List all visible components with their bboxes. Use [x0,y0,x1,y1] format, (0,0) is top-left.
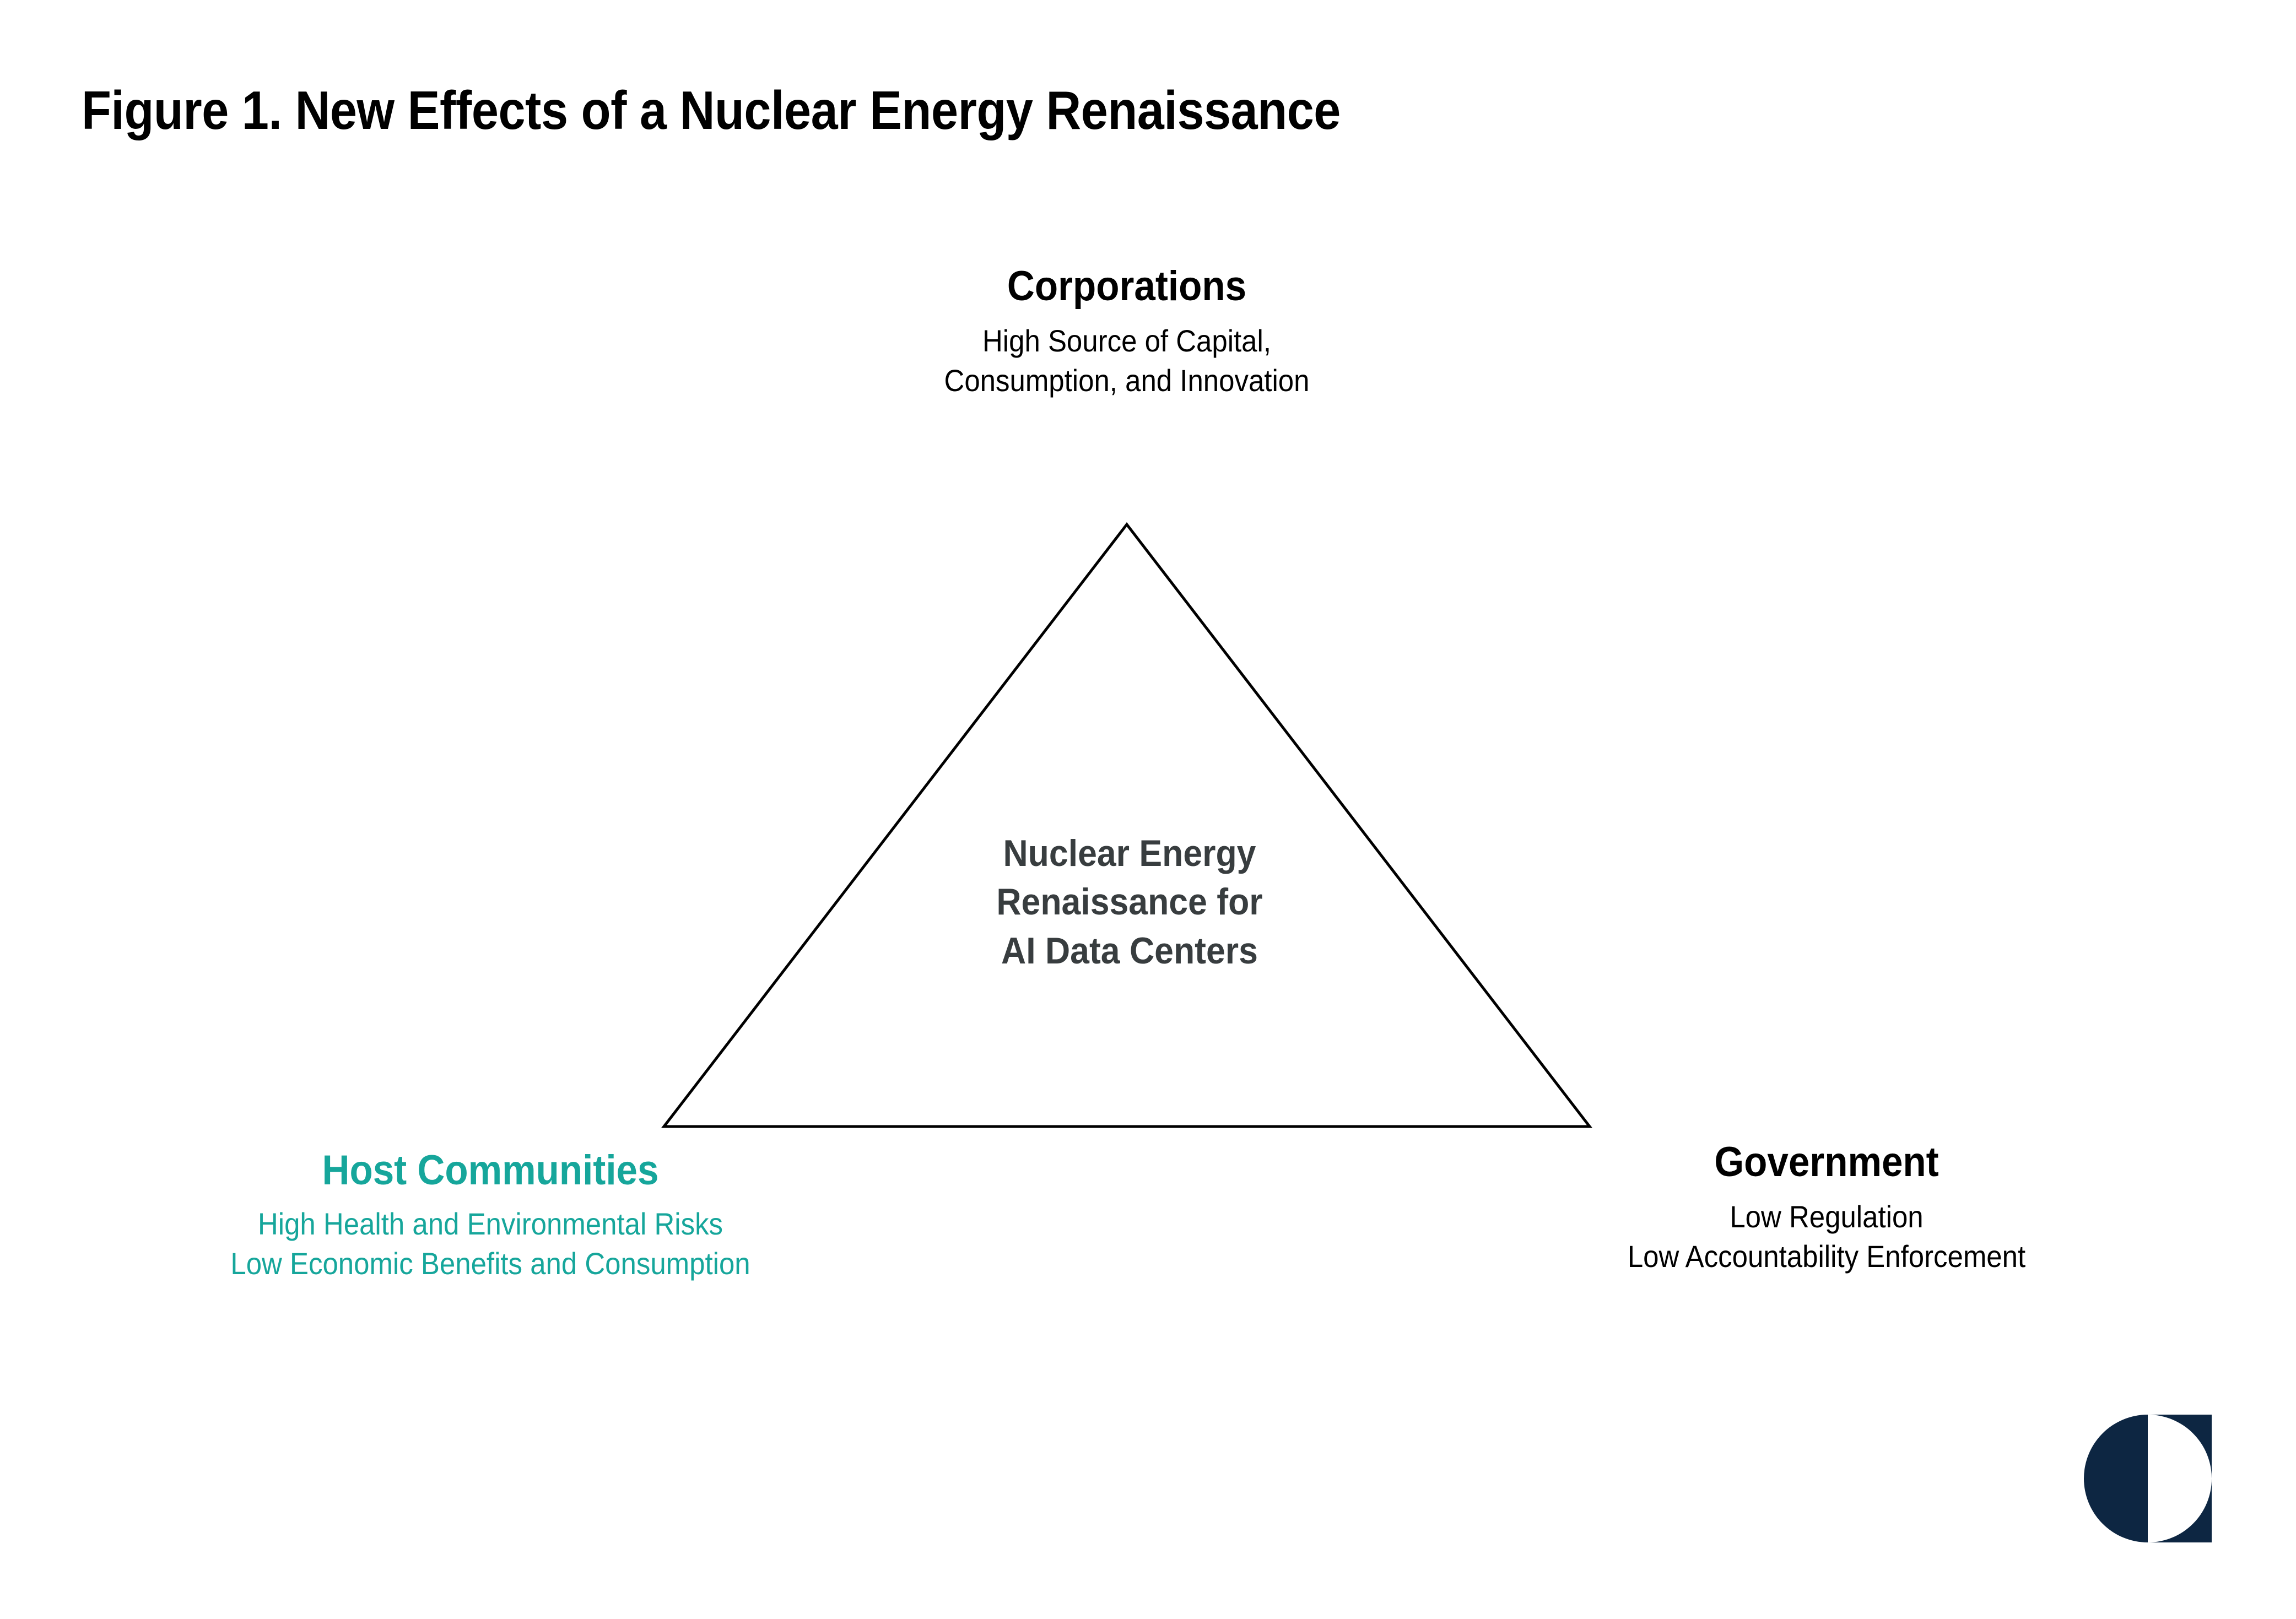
center-line-2: Renaissance for [996,881,1263,923]
node-government-line-2: Low Accountability Enforcement [1627,1239,2026,1274]
node-government-heading: Government [1714,1139,1939,1185]
carnegie-logo-svg [2084,1415,2212,1542]
center-line-3: AI Data Centers [1001,929,1258,972]
logo-counter [2148,1415,2212,1542]
node-government-description: Low Regulation Low Accountability Enforc… [1448,1197,2205,1277]
node-government-line-1: Low Regulation [1730,1199,1924,1234]
triangle-polygon [661,522,1593,1128]
node-host-communities-line-1: High Health and Environmental Risks [257,1206,723,1241]
node-corporations-heading: Corporations [1007,263,1247,310]
node-host-communities-description: High Health and Environmental Risks Low … [99,1204,882,1285]
center-line-1: Nuclear Energy [1003,832,1256,874]
triangle-center-label: Nuclear Energy Renaissance for AI Data C… [683,829,1576,975]
node-host-communities-line-2: Low Economic Benefits and Consumption [230,1246,750,1281]
node-host-communities-heading: Host Communities [322,1147,659,1194]
node-corporations: Corporations High Source of Capital, Con… [603,264,1650,401]
node-government: Government Low Regulation Low Accountabi… [1411,1140,2243,1277]
carnegie-logo-icon [2084,1415,2212,1542]
node-host-communities: Host Communities High Health and Environ… [61,1147,920,1285]
node-corporations-line-1: High Source of Capital, [982,323,1272,358]
page-title: Figure 1. New Effects of a Nuclear Energ… [82,80,1341,140]
node-corporations-line-2: Consumption, and Innovation [944,363,1310,398]
node-corporations-description: High Source of Capital, Consumption, and… [651,321,1603,402]
